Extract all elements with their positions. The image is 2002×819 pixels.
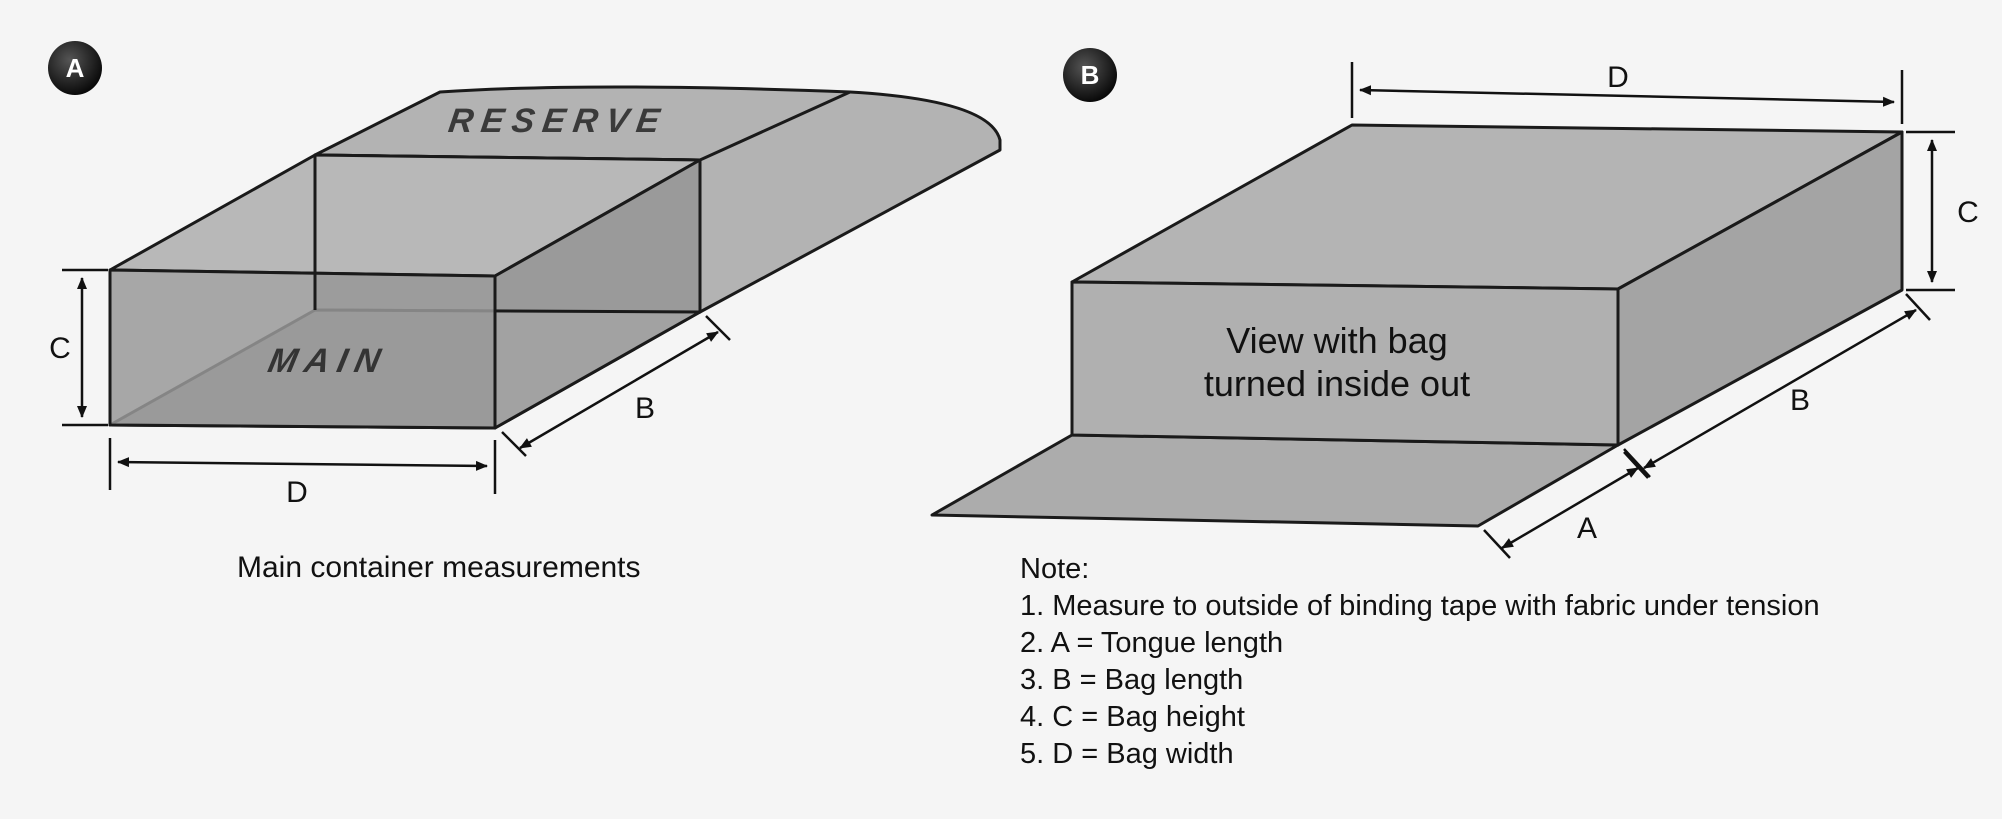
badge-a-label: A <box>66 53 85 83</box>
main-label: MAIN <box>265 342 392 380</box>
badge-b <box>1063 48 1117 102</box>
tongue-flap <box>930 433 1620 528</box>
badge-b-label: B <box>1081 60 1100 90</box>
reserve-container <box>313 85 1002 314</box>
badge-a <box>48 41 102 95</box>
note-item-2: 2. A = Tongue length <box>1020 627 1283 659</box>
dim-d-b-label: D <box>1607 61 1629 94</box>
dim-c-b-label: C <box>1957 196 1979 229</box>
dim-d-label: D <box>286 476 308 509</box>
dim-c-label: C <box>49 332 71 365</box>
panel-b: B View with bag turned inside out D C B … <box>930 48 1979 559</box>
reserve-label: RESERVE <box>446 102 670 140</box>
dim-b-tick-front <box>501 431 527 457</box>
dim-b-b-arrow <box>1643 308 1917 470</box>
note-item-5: 5. D = Bag width <box>1020 738 1234 770</box>
dim-d-b-arrow <box>1359 85 1895 107</box>
notes-heading: Note: <box>1020 553 1089 585</box>
dim-a-b-label: A <box>1577 512 1597 545</box>
dim-b-b-tick-back <box>1905 293 1931 321</box>
dim-a-b-tick-back <box>1623 451 1649 479</box>
dim-b-b-label: B <box>1790 384 1810 417</box>
dim-b-label: B <box>635 392 655 425</box>
panel-a-caption: Main container measurements <box>237 551 641 584</box>
bag-front <box>1070 280 1620 447</box>
dim-b-b-tick-front <box>1623 448 1651 478</box>
note-item-3: 3. B = Bag length <box>1020 664 1243 696</box>
dim-b-arrow <box>519 330 719 450</box>
inside-out-line2: turned inside out <box>1204 363 1470 404</box>
dim-d-arrow <box>117 457 488 471</box>
dim-a-b-arrow <box>1501 466 1639 550</box>
notes-block: Note: 1. Measure to outside of binding t… <box>1020 553 1820 770</box>
panel-a: A RESERVE MAIN C B D Main container meas… <box>48 41 1002 584</box>
dim-b-tick-back <box>705 315 731 341</box>
main-box-front <box>108 268 497 430</box>
note-item-1: 1. Measure to outside of binding tape wi… <box>1020 590 1820 622</box>
note-item-4: 4. C = Bag height <box>1020 701 1245 733</box>
inside-out-line1: View with bag <box>1226 320 1447 361</box>
dim-a-b-tick-front <box>1483 529 1511 559</box>
reserve-top-edge <box>699 90 851 162</box>
